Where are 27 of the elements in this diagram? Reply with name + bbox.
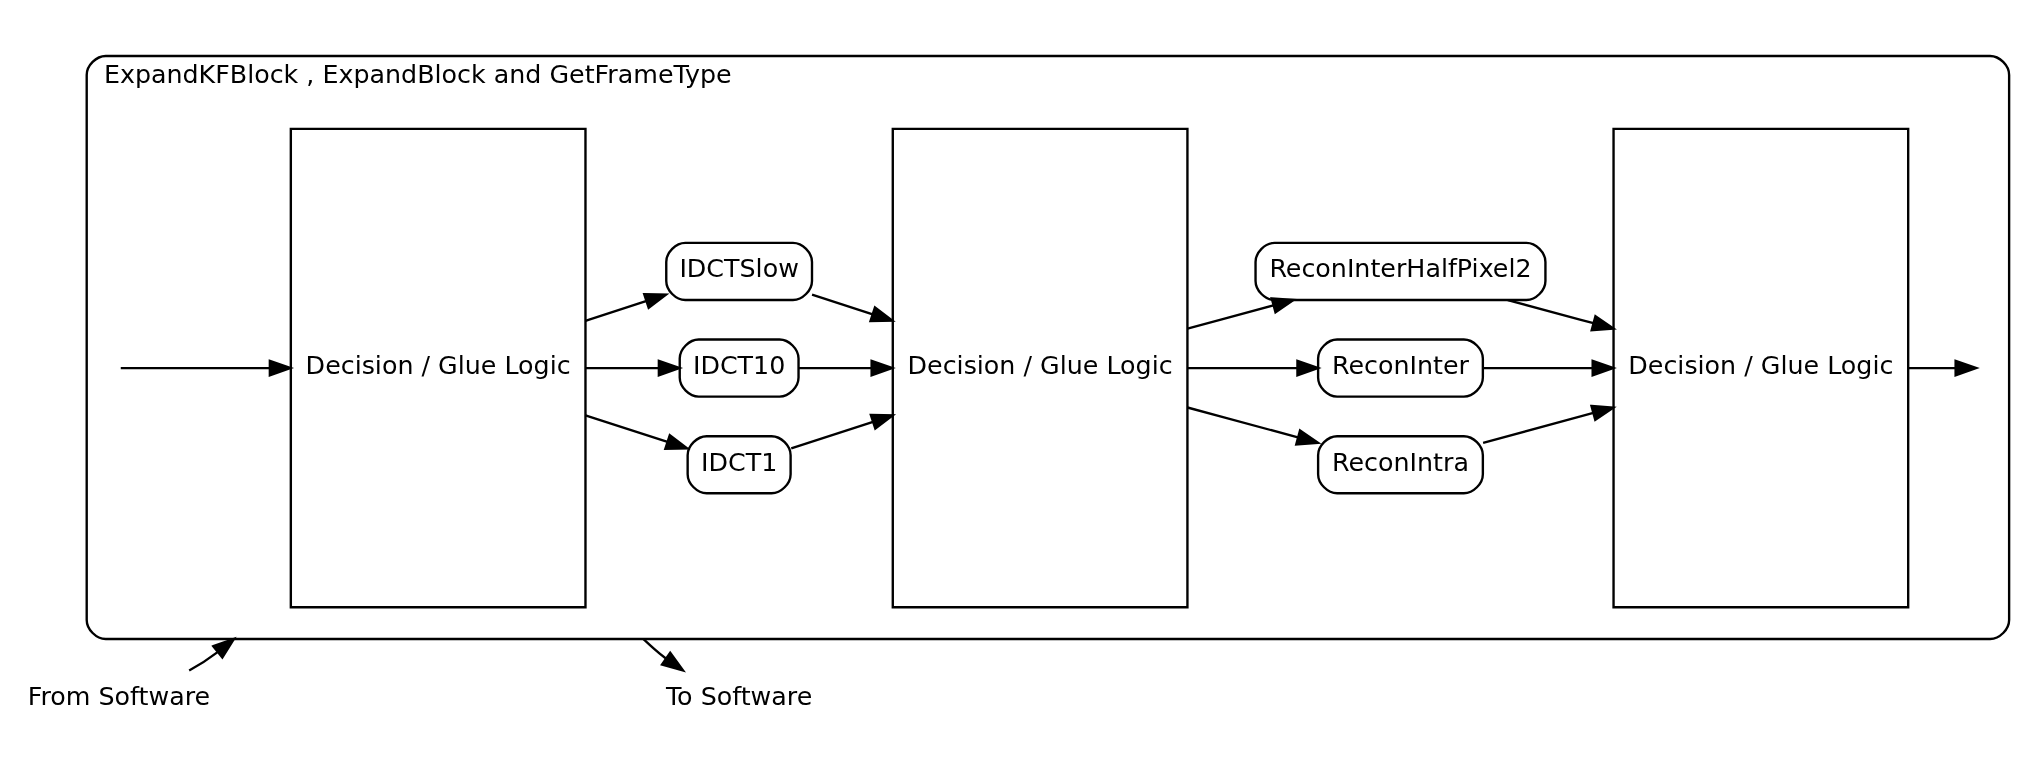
arrow <box>1908 359 1980 377</box>
arrow <box>1483 359 1617 377</box>
arrow <box>585 292 670 322</box>
node-box: Decision / Glue Logic <box>289 127 587 609</box>
node-box: Decision / Glue Logic <box>1612 127 1910 609</box>
arrow <box>811 293 896 323</box>
arrow <box>120 359 295 377</box>
node-box: ReconInter <box>1316 338 1485 398</box>
arrow <box>1187 359 1322 377</box>
arrow <box>1482 404 1617 444</box>
arrow <box>585 359 684 377</box>
arrow <box>1187 297 1297 330</box>
arrow <box>188 636 237 672</box>
node-text: From Software <box>27 681 211 712</box>
node-box: IDCTSlow <box>665 241 814 302</box>
node-box: ReconIntra <box>1316 435 1485 495</box>
arrow <box>585 414 691 451</box>
node-box: IDCT1 <box>686 435 792 495</box>
arrow <box>1507 298 1617 332</box>
arrow <box>1187 406 1322 446</box>
node-text: To Software <box>665 681 813 712</box>
node-box: IDCT10 <box>678 338 800 398</box>
arrow <box>790 413 897 450</box>
node-box: Decision / Glue Logic <box>891 127 1189 609</box>
node-box: ReconInterHalfPixel2 <box>1254 241 1547 302</box>
arrow <box>642 638 686 673</box>
arrow <box>798 359 896 377</box>
